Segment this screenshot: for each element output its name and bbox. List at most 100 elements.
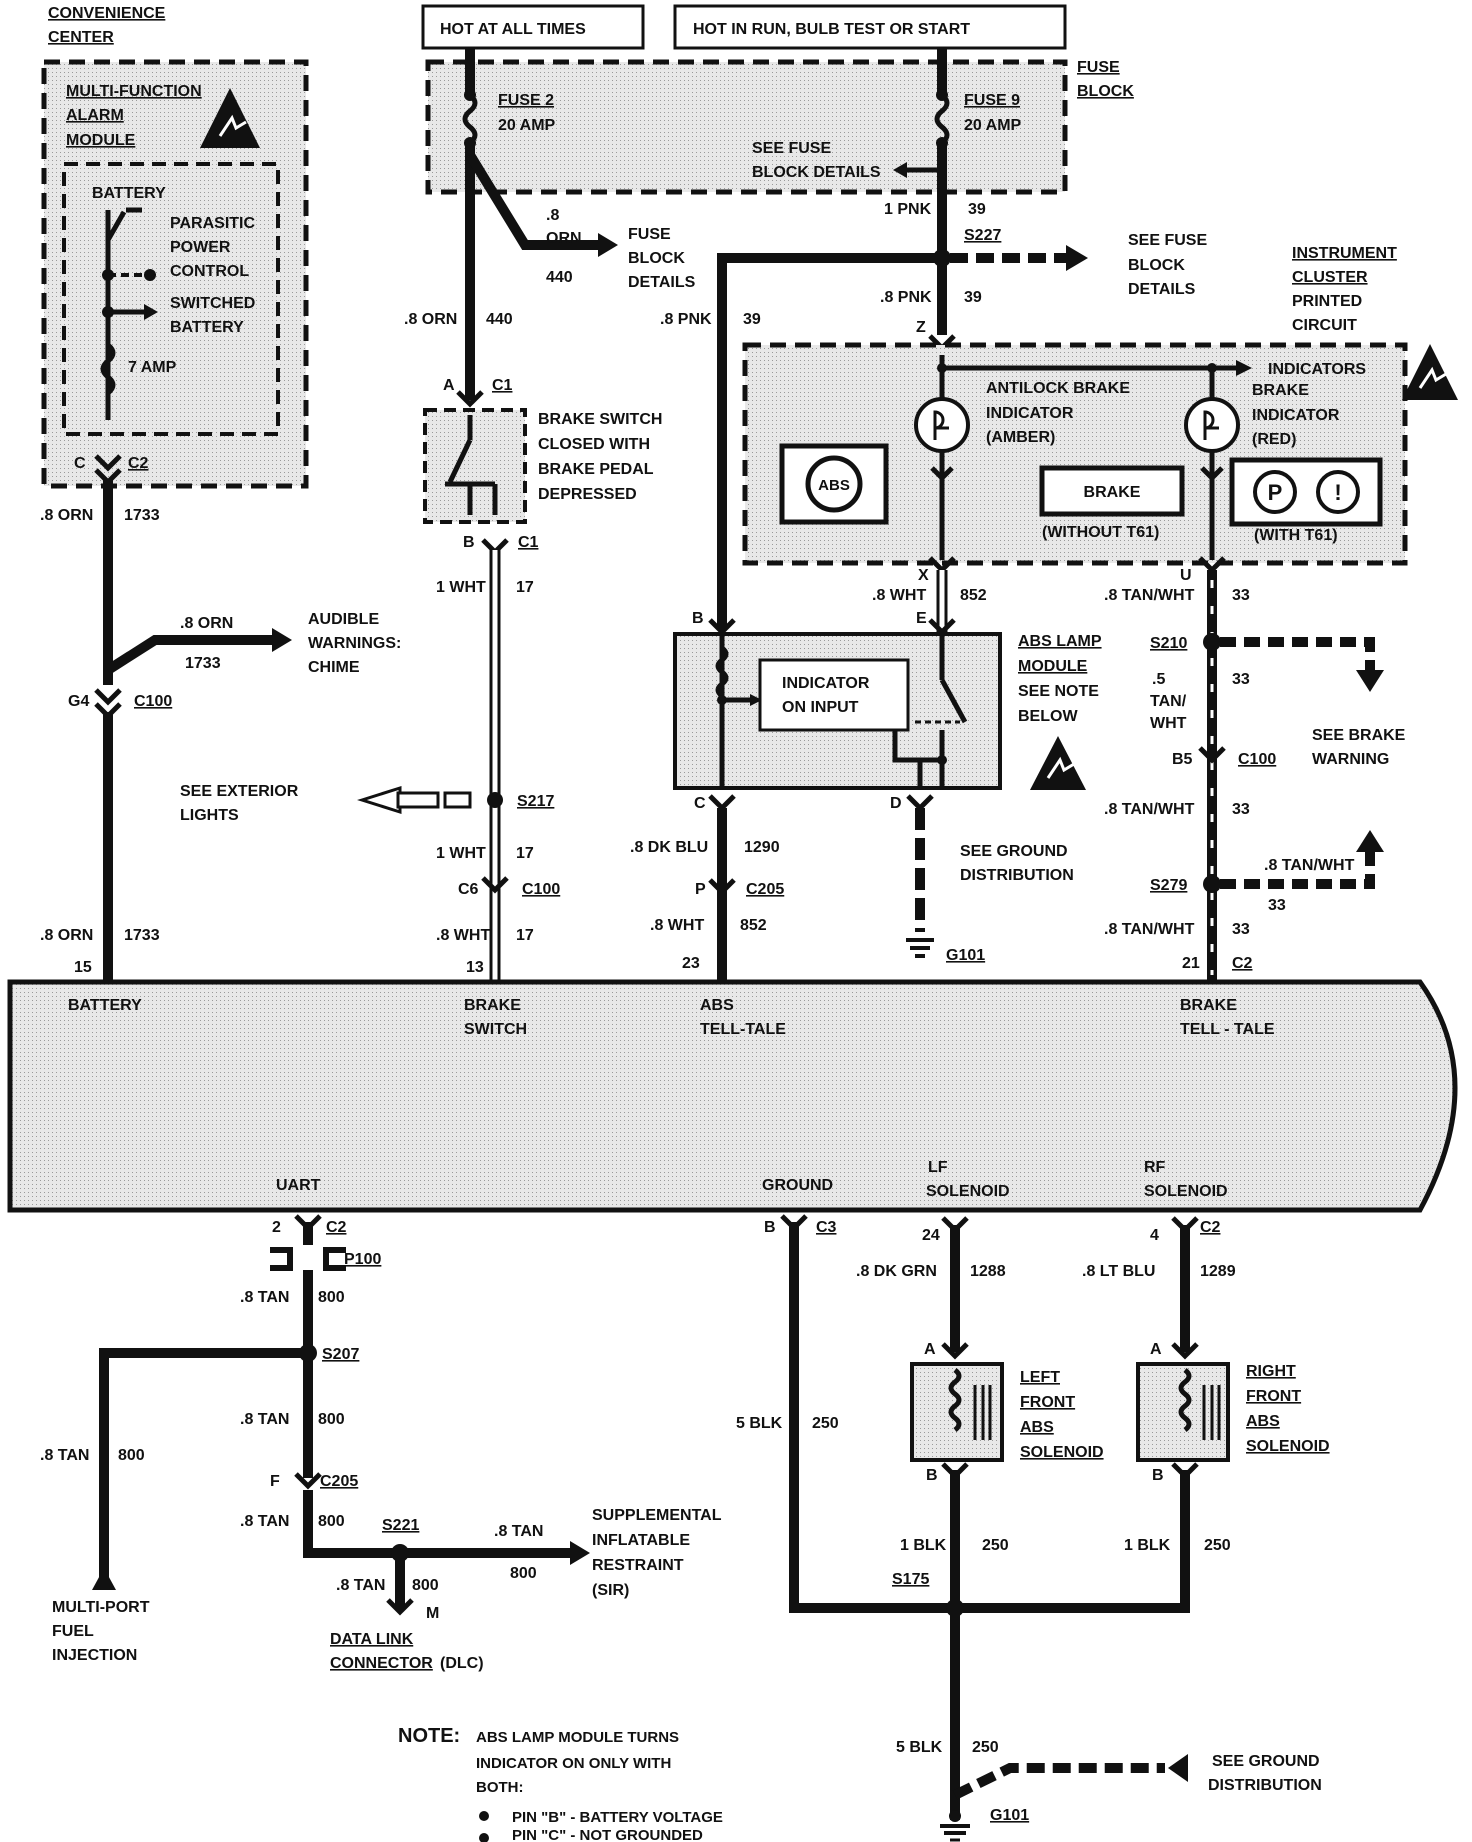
tan-33-num-3: 33: [1232, 801, 1250, 818]
ebcm-rf-1: RF: [1144, 1159, 1166, 1176]
brake-warning-2: WARNING: [1312, 751, 1389, 768]
fuse-9-symbol: [934, 93, 950, 145]
lf-pin-24: 24: [922, 1227, 940, 1244]
without-t61-label: (WITHOUT T61): [1042, 524, 1159, 541]
s279-splice: [1203, 875, 1221, 893]
g101-upper-label: G101: [946, 947, 985, 964]
tan-33-color-3: .8 TAN/WHT: [1104, 801, 1195, 818]
brake-sw-pin-a: A: [443, 377, 455, 394]
brake-sw-conn-a: C1: [492, 377, 513, 394]
tan-33-color-1: .8 TAN/WHT: [1104, 587, 1195, 604]
tan-800-color-3: .8 TAN: [240, 1513, 289, 1530]
fuse-block-title-1: FUSE: [1077, 59, 1120, 76]
tan-33-num-1: 33: [1232, 587, 1250, 604]
pin-b: B: [692, 610, 704, 627]
wht-852-color: .8 WHT: [872, 587, 926, 604]
wht-852-lower-num: 852: [740, 917, 767, 934]
tan-800-num-1: 800: [318, 1289, 345, 1306]
tan-33-color-2a: .5: [1152, 671, 1165, 688]
abs-ind-label-2: INDICATOR: [986, 405, 1074, 422]
ebcm-brake-tt-2: TELL - TALE: [1180, 1021, 1275, 1038]
note-line-2: INDICATOR ON ONLY WITH: [476, 1755, 671, 1772]
s217-splice: [487, 792, 503, 808]
tan-800-color-1: .8 TAN: [240, 1289, 289, 1306]
right-sol-4: SOLENOID: [1246, 1438, 1330, 1455]
fb-details-3: DETAILS: [628, 274, 696, 291]
c6-conn: C100: [522, 881, 560, 898]
brake-symbol-text: BRAKE: [1084, 484, 1141, 501]
brake-sw-label-1: BRAKE SWITCH: [538, 411, 662, 428]
lf-blk-color: 1 BLK: [900, 1537, 947, 1554]
s210-splice: [1203, 633, 1221, 651]
ground-conn-c3: C3: [816, 1219, 837, 1236]
brake-sw-label-4: DEPRESSED: [538, 486, 637, 503]
brake-switch-box: [423, 408, 527, 524]
pin-c: C: [694, 795, 706, 812]
blk-250-color-1: 5 BLK: [736, 1415, 783, 1432]
cluster-esd-icon: [1402, 344, 1458, 400]
7-amp-label: 7 AMP: [128, 359, 177, 376]
parasitic-1: PARASITIC: [170, 215, 255, 232]
abs-module-label-2: MODULE: [1018, 658, 1088, 675]
tan-33-num-2: 33: [1232, 671, 1250, 688]
blk-250-num-2: 250: [972, 1739, 999, 1756]
ebcm-brake-sw-2: SWITCH: [464, 1021, 527, 1038]
dlc-label-3: (DLC): [440, 1655, 484, 1672]
ground-dist-lower-1: SEE GROUND: [1212, 1753, 1320, 1770]
ebcm-abs-tt-2: TELL-TALE: [700, 1021, 786, 1038]
note-line-3: BOTH:: [476, 1779, 524, 1796]
g4-pin: G4: [68, 693, 89, 710]
note-bullet-1: PIN "B" - BATTERY VOLTAGE: [512, 1809, 723, 1826]
fb-wire-num: 440: [546, 269, 573, 286]
sir-label-4: (SIR): [592, 1582, 629, 1599]
abs-term-pin: 23: [682, 955, 700, 972]
cluster-label-4: CIRCUIT: [1292, 317, 1357, 334]
tan-800-num-3: 800: [318, 1513, 345, 1530]
s217-label: S217: [517, 793, 554, 810]
p100-label: P100: [344, 1251, 381, 1268]
s227-fb-3: DETAILS: [1128, 281, 1196, 298]
ebcm-uart: UART: [276, 1177, 321, 1194]
fb-wire-color-1: .8: [546, 207, 559, 224]
with-t61-label: (WITH T61): [1254, 527, 1338, 544]
alarm-conn-c2: C2: [128, 455, 149, 472]
alarm-pin-c: C: [74, 455, 86, 472]
left-sol-2: FRONT: [1020, 1394, 1075, 1411]
right-sol-1: RIGHT: [1246, 1363, 1296, 1380]
uart-pin: 2: [272, 1219, 281, 1236]
wht-17-num-3: 17: [516, 927, 534, 944]
brake-sw-conn-b: C1: [518, 534, 539, 551]
s227-label: S227: [964, 227, 1001, 244]
g4-conn: C100: [134, 693, 172, 710]
fuse-details-1: SEE FUSE: [752, 140, 831, 157]
wire-1733-lower-color: .8 ORN: [40, 927, 93, 944]
battery-term-pin: 15: [74, 959, 92, 976]
s175-label: S175: [892, 1571, 929, 1588]
fuse-block-title-2: BLOCK: [1077, 83, 1134, 100]
s221-label: S221: [382, 1517, 419, 1534]
pnk-39-right-color: .8 PNK: [880, 289, 932, 306]
wire-1733-num: 1733: [124, 507, 160, 524]
pnk-39-color: 1 PNK: [884, 201, 932, 218]
pin-d: D: [890, 795, 902, 812]
ground-dist-1: SEE GROUND: [960, 843, 1068, 860]
wht-852-lower-color: .8 WHT: [650, 917, 704, 934]
left-sol-1: LEFT: [1020, 1369, 1060, 1386]
wht-17-color-3: .8 WHT: [436, 927, 490, 944]
lf-blk-num: 250: [982, 1537, 1009, 1554]
f-pin: F: [270, 1473, 280, 1490]
pnk-39-left-color: .8 PNK: [660, 311, 712, 328]
fuse-block-box: [425, 59, 1068, 195]
dkblu-1290-num: 1290: [744, 839, 780, 856]
brake-sw-label-2: CLOSED WITH: [538, 436, 650, 453]
cluster-label-3: PRINTED: [1292, 293, 1362, 310]
s279-label: S279: [1150, 877, 1187, 894]
ground-dist-lower-2: DISTRIBUTION: [1208, 1777, 1322, 1794]
note-label: NOTE:: [398, 1725, 460, 1747]
tan-33-color-4: .8 TAN/WHT: [1104, 921, 1195, 938]
tan-33-color-2b: TAN/: [1150, 693, 1187, 710]
wht-17-color-1: 1 WHT: [436, 579, 486, 596]
brake-ind-label-1: BRAKE: [1252, 382, 1309, 399]
s207-label: S207: [322, 1346, 359, 1363]
s210-label: S210: [1150, 635, 1187, 652]
